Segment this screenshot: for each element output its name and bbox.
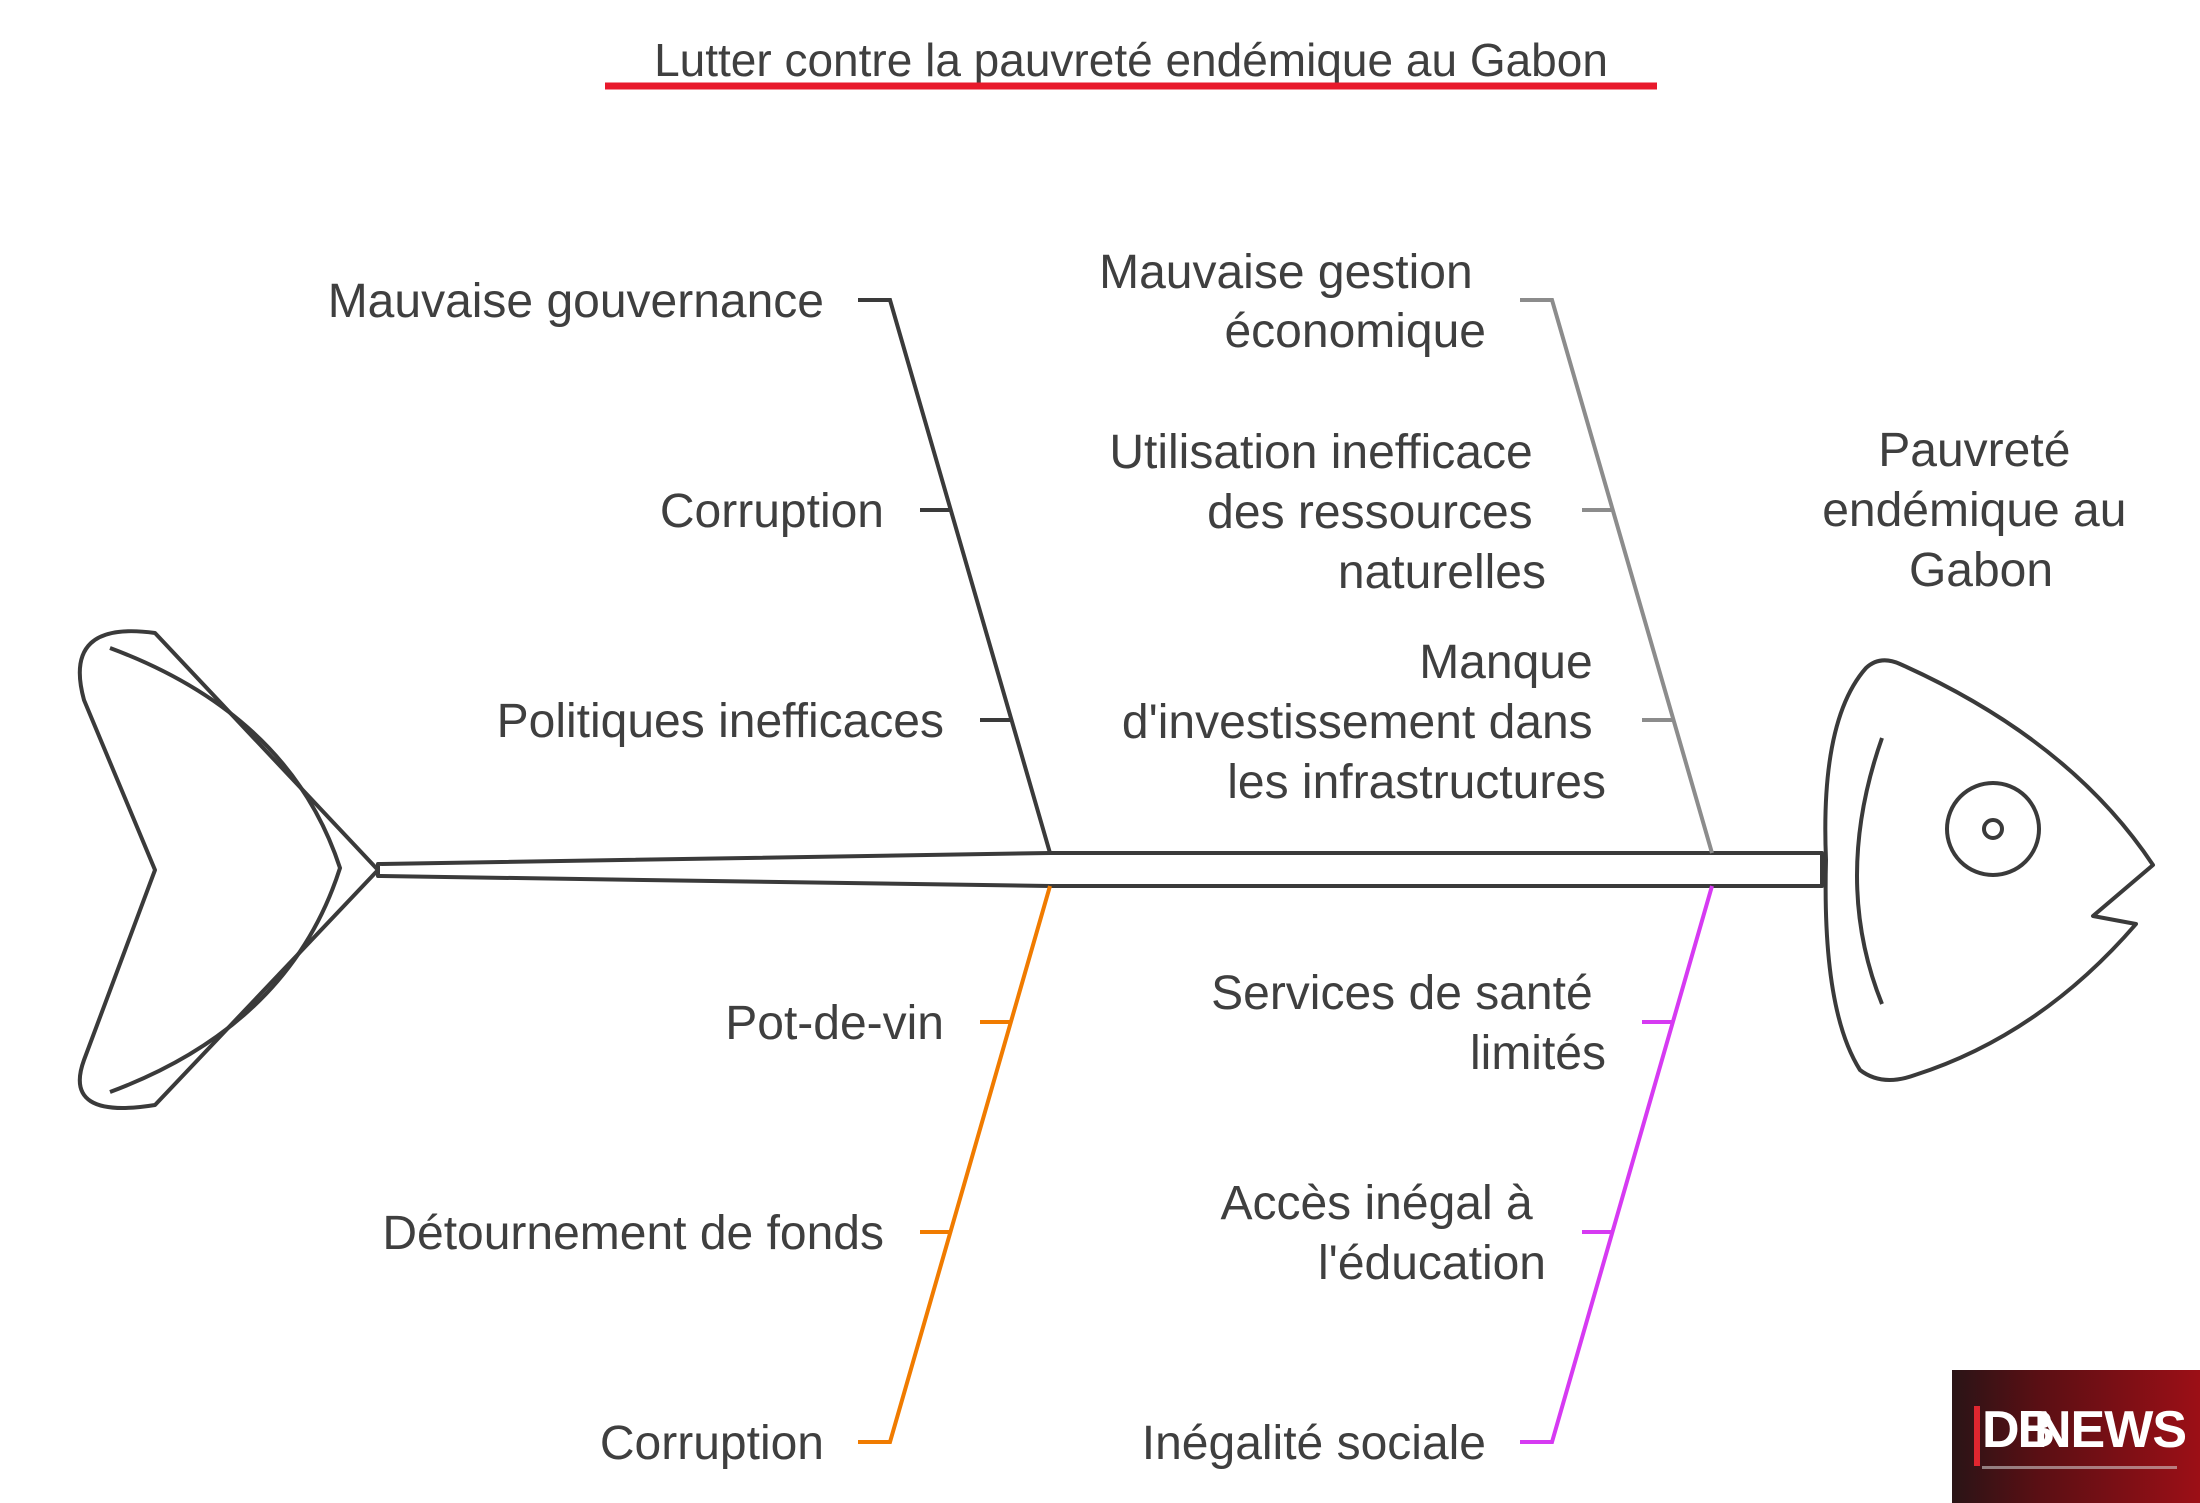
fish-pupil <box>1982 818 2004 840</box>
fish-spine <box>376 851 1824 888</box>
fish-gill-line <box>1855 737 1884 1005</box>
effect-label-line: endémique au <box>1822 484 2126 537</box>
branch-bottom-right <box>1520 885 1714 1444</box>
effect-label-line: Pauvreté <box>1878 424 2070 477</box>
cause-label: Corruption <box>660 485 884 538</box>
cause-label: Mauvaise gestion économique <box>1099 246 1486 358</box>
cause-label-line: les infrastructures <box>1227 756 1606 809</box>
cause-label: Accès inégal à l'éducation <box>1220 1177 1546 1290</box>
cause-label: Mauvaise gouvernance <box>328 275 824 328</box>
branch-bottom-left <box>858 885 1052 1444</box>
cause-label-line: Utilisation inefficace <box>1109 426 1532 479</box>
cause-label-line: des ressources <box>1207 486 1532 539</box>
diagram-title: Lutter contre la pauvreté endémique au G… <box>654 34 1608 86</box>
cause-label-line: l'éducation <box>1318 1237 1546 1290</box>
shopping-cart-icon <box>1974 1406 1980 1466</box>
dbnews-logo: DB NEWS <box>1952 1370 2200 1503</box>
effect-label-line: Gabon <box>1909 544 2053 597</box>
cause-label: Détournement de fonds <box>382 1207 884 1260</box>
branch-top-right <box>1520 298 1714 854</box>
cause-label: Manque d'investissement dans les infrast… <box>1122 636 1606 809</box>
fish-tail-inner-line <box>109 646 343 1094</box>
cause-label: Inégalité sociale <box>1142 1417 1486 1470</box>
fish-tail <box>77 629 380 1110</box>
cause-label-line: limités <box>1470 1027 1606 1080</box>
logo-text-news: NEWS <box>2034 1401 2187 1459</box>
cause-label-line: d'investissement dans <box>1122 696 1593 749</box>
cause-label: Services de santé limités <box>1211 967 1606 1080</box>
cause-label-line: Accès inégal à <box>1220 1177 1532 1230</box>
cause-label-line: Mauvaise gestion <box>1099 246 1473 299</box>
cause-label: Corruption <box>600 1417 824 1470</box>
cause-label-line: économique <box>1224 305 1486 358</box>
effect-label: Pauvreté endémique au Gabon <box>1822 424 2140 597</box>
cause-label: Pot-de-vin <box>725 997 944 1050</box>
cause-label-line: Services de santé <box>1211 967 1593 1020</box>
cause-label: Utilisation inefficace des ressources na… <box>1109 426 1546 599</box>
cause-label: Politiques inefficaces <box>497 695 944 748</box>
cause-label-line: naturelles <box>1338 546 1546 599</box>
branch-top-left <box>858 298 1052 854</box>
cause-label-line: Manque <box>1419 636 1592 689</box>
logo-text-db: DB <box>1982 1401 2055 1459</box>
logo-tagline-strip <box>1982 1466 2177 1469</box>
